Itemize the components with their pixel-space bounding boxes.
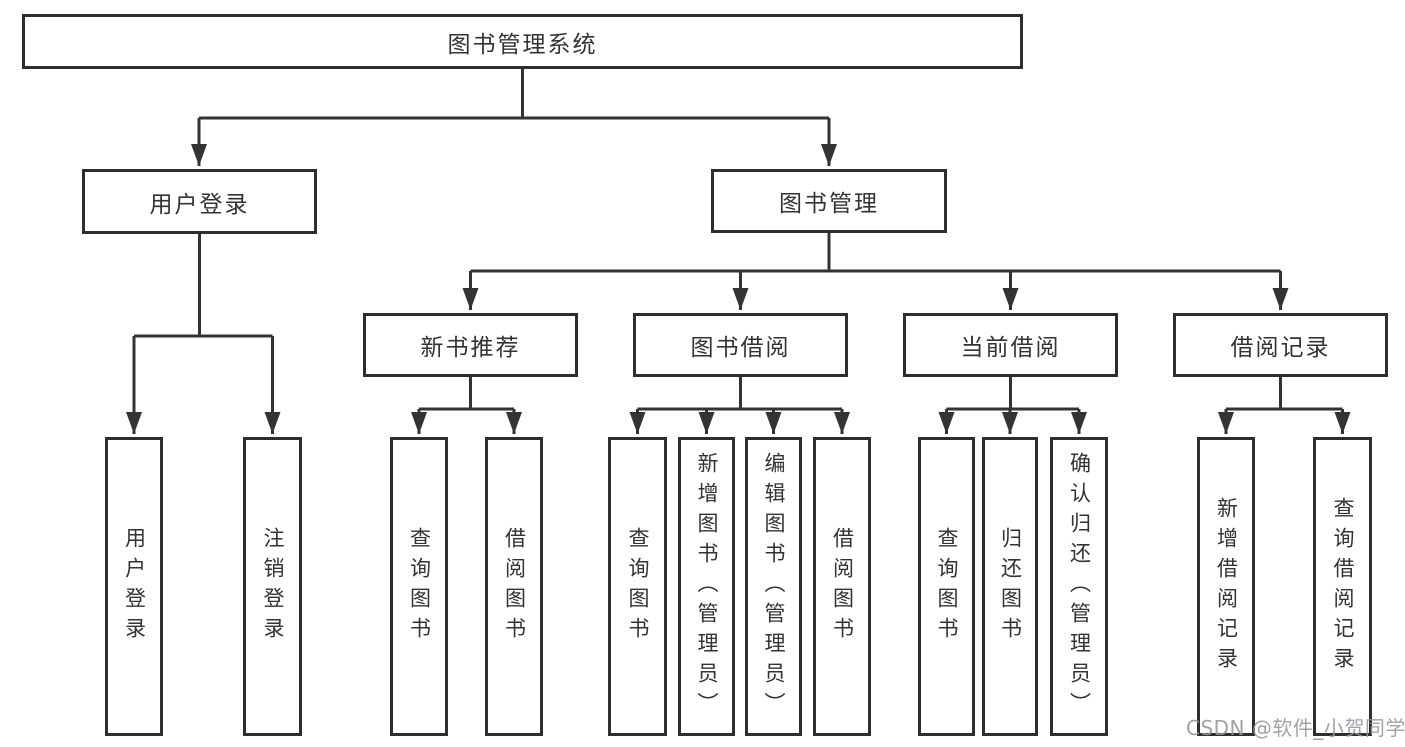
leaf-query-book-borrow: 查询图书 [608,437,667,736]
node-current-borrow: 当前借阅 [903,313,1118,377]
leaf-return-book: 归还图书 [982,437,1038,736]
node-new-book-recommend: 新书推荐 [363,313,578,377]
leaf-user-login: 用户登录 [105,437,163,736]
leaf-borrow-book: 借阅图书 [813,437,871,736]
watermark: CSDN @软件_小贺同学 [1186,716,1405,740]
node-root: 图书管理系统 [22,14,1023,69]
leaf-add-book-admin: 新增图书（管理员） [678,437,735,736]
leaf-add-borrow-record: 新增借阅记录 [1197,437,1255,736]
node-user-login: 用户登录 [82,169,317,234]
node-borrow-records: 借阅记录 [1173,313,1388,377]
leaf-edit-book-admin: 编辑图书（管理员） [745,437,802,736]
leaf-confirm-return-admin: 确认归还（管理员） [1050,437,1108,736]
leaf-logout: 注销登录 [243,437,302,736]
leaf-query-book-current: 查询图书 [918,437,975,736]
node-book-borrow: 图书借阅 [633,313,848,377]
leaf-borrow-book-recommend: 借阅图书 [485,437,543,736]
leaf-query-borrow-record: 查询借阅记录 [1313,437,1372,736]
leaf-query-book-recommend: 查询图书 [390,437,448,736]
node-book-management: 图书管理 [711,169,947,233]
